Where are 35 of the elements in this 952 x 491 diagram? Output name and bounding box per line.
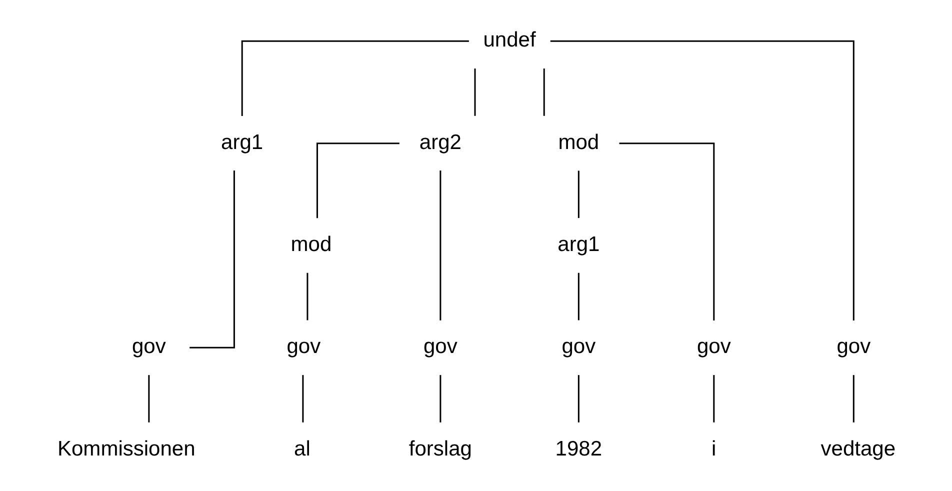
connector xyxy=(577,272,579,320)
node-text: undef xyxy=(482,28,536,52)
node-text: arg1 xyxy=(557,233,600,256)
connector xyxy=(618,142,714,321)
node-text: mod xyxy=(558,130,599,154)
node-text: al xyxy=(294,437,310,460)
node-text: gov xyxy=(131,335,166,358)
connector xyxy=(306,272,308,320)
node-text: forslag xyxy=(408,437,472,460)
node-text: gov xyxy=(836,335,870,358)
connector xyxy=(542,68,544,116)
connector xyxy=(240,40,468,116)
connector xyxy=(148,375,150,422)
connector xyxy=(316,142,399,218)
node-text: gov xyxy=(286,335,320,358)
connector xyxy=(439,375,441,422)
node-text: 1982 xyxy=(554,437,602,460)
connector xyxy=(852,375,854,422)
connector xyxy=(439,170,441,320)
connector xyxy=(577,170,579,218)
connector xyxy=(474,68,476,116)
node-text: arg1 xyxy=(220,130,263,154)
node-text: i xyxy=(711,437,716,460)
connector xyxy=(550,40,854,320)
node-text: gov xyxy=(561,335,596,358)
connector xyxy=(577,375,579,422)
node-text: vedtage xyxy=(820,437,896,460)
connector xyxy=(712,375,714,422)
node-text: mod xyxy=(290,233,332,256)
connector xyxy=(302,375,304,422)
node-text: arg2 xyxy=(418,130,461,154)
node-text: Kommissionen xyxy=(56,437,195,460)
node-text: gov xyxy=(422,335,457,358)
connector xyxy=(189,170,234,348)
node-text: gov xyxy=(696,335,730,358)
